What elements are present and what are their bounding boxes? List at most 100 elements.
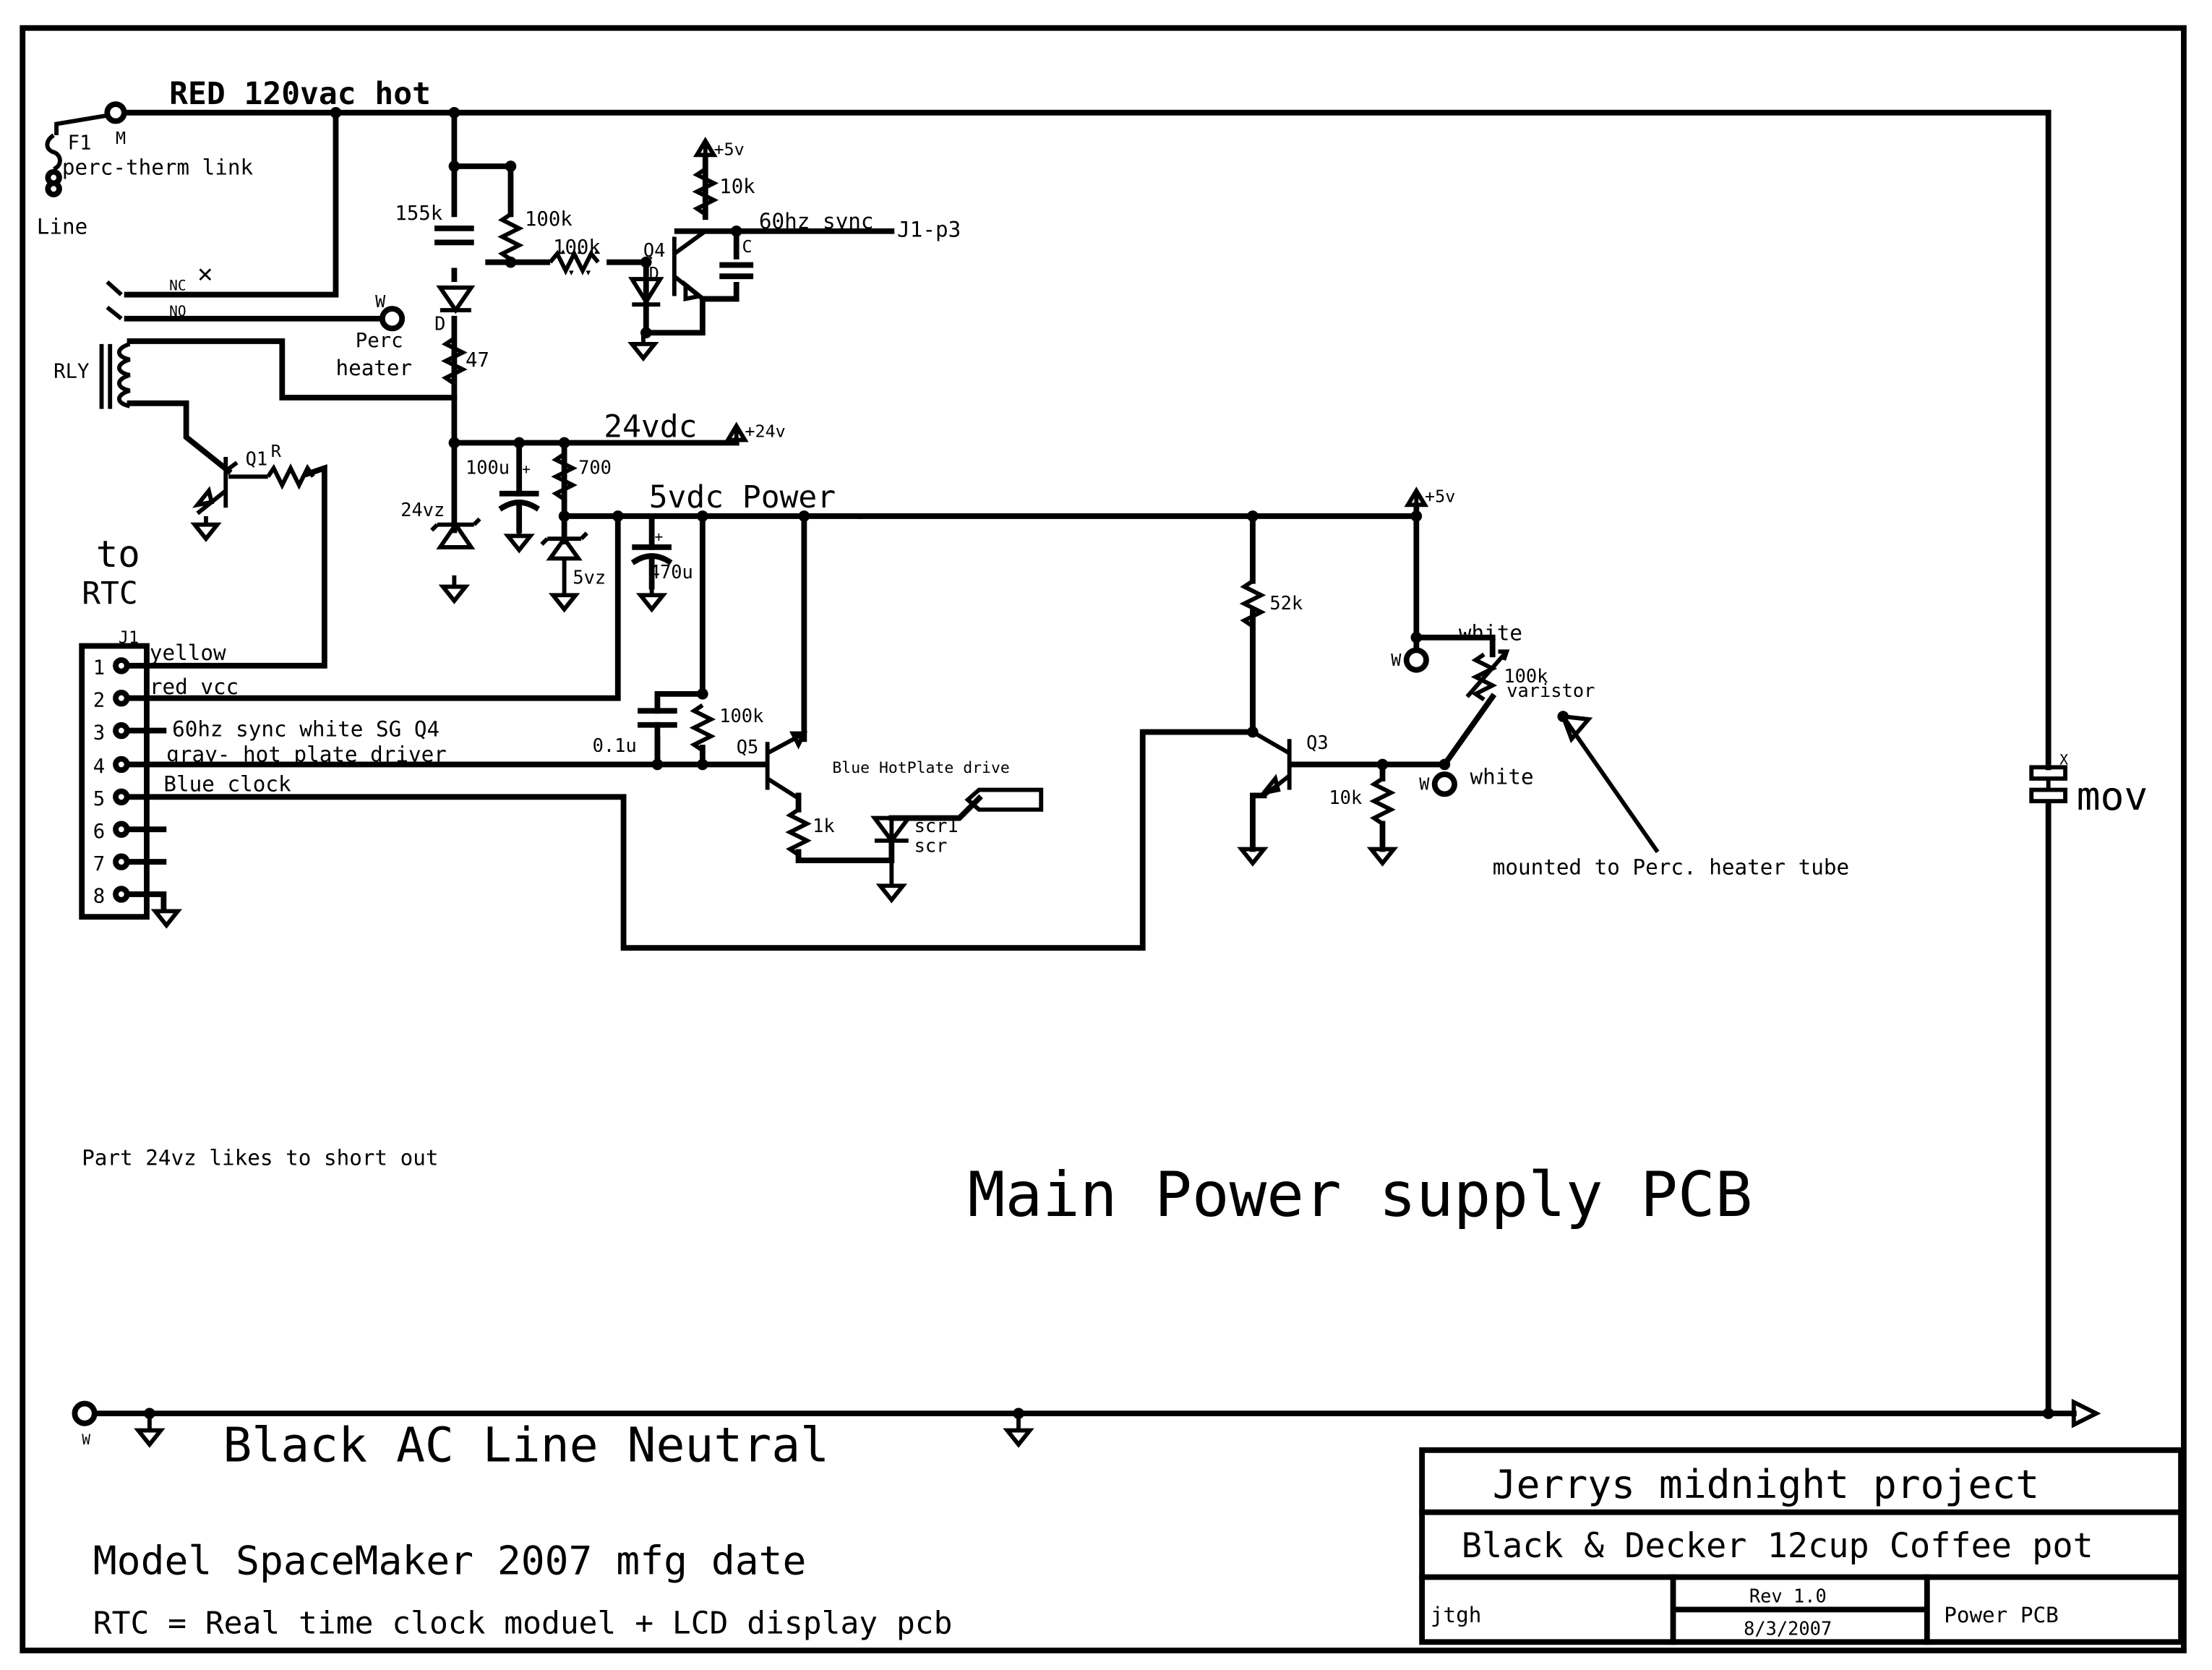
v5-label: 5vdc Power [649,479,836,515]
w1-label: W [1391,650,1402,670]
c470u-plus: + [655,528,664,545]
relay-ref: RLY [53,361,89,383]
transistor-q4 [628,229,754,307]
resistor-100k-q5 [689,703,716,753]
svg-text:7: 7 [93,853,105,875]
svg-text:gray- hot plate driver: gray- hot plate driver [166,742,447,767]
relay-x-mark: ✕ [197,259,213,288]
r100k-b-label: 100k [553,236,601,259]
zener-24vz [430,517,481,549]
r47-label: 47 [466,349,489,372]
varistor-val-label: 100k [1504,665,1548,687]
heater-label-1: Perc [356,330,403,352]
sync-label: 60hz sync [759,209,874,234]
title-block [1419,1447,2184,1645]
capacitor-100u [498,490,540,534]
heater-label-2: heater [335,356,412,380]
sheet-border [20,25,2187,1653]
c100u-label: 100u [466,456,510,478]
varistor-label: varistor [1506,680,1595,701]
svg-text:yellow: yellow [150,641,226,665]
svg-text:4: 4 [93,755,105,778]
r52k-label: 52k [1269,592,1303,614]
relay-rly: ✕ [99,259,213,409]
v24-label: 24vdc [604,409,697,445]
svg-text:5: 5 [93,788,105,810]
plus5-top: +5v [713,139,744,159]
mov-component [2029,765,2067,804]
r700-label: 700 [578,456,612,478]
resistor-52k [1239,579,1266,628]
white-terminal-top [1403,647,1429,673]
z5-label: 5vz [573,567,606,588]
connector-j1 [79,643,167,920]
j1-title: J1 [119,628,139,648]
r1k-label: 1k [813,815,835,836]
wires [93,109,2077,1417]
transistor-q1 [192,456,315,515]
rtc-to-label: to [96,533,140,575]
q1-r-label: R [271,441,282,461]
neutral-net-label: Black AC Line Neutral [223,1416,829,1473]
c01u-label: 0.1u [593,735,637,756]
diode-d-label: D [434,312,445,334]
relay-no-label: NO [169,303,186,320]
resistor-10k-q3 [1369,776,1396,826]
title-date: 8/3/2007 [1744,1618,1832,1640]
scr-label: scr [914,834,948,856]
sensor-mount-symbol [1559,714,1593,743]
resistor-700 [551,452,578,501]
r10k-b-label: 10k [1329,787,1362,808]
fuse-f1 [45,101,127,197]
capacitor-155k [423,217,486,268]
transistor-q5 [765,731,808,800]
fuse-name: perc-therm link [62,155,254,180]
resistor-1k [785,808,812,857]
main-title: Main Power supply PCB [968,1159,1753,1231]
white-terminal-bottom [1431,771,1457,797]
line-label: Line [37,215,87,239]
r100k-a-label: 100k [525,208,573,231]
title-rev: Rev 1.0 [1749,1585,1827,1607]
heater-terminal [379,306,406,332]
svg-text:1: 1 [93,657,105,680]
transistor-q3 [1251,730,1292,797]
j1p3-label: J1-p3 [897,218,961,242]
j1-pin-labels: yellow red vcc 60hz sync white SG Q4 gra… [150,641,447,796]
fuse-m-label: M [116,128,126,148]
rtc-def-note: RTC = Real time clock moduel + LCD displ… [93,1606,953,1642]
power-arrows [693,137,1429,508]
resistor-100k-vertical [497,212,524,262]
neutral-terminal [72,1400,98,1426]
svg-text:Blue clock: Blue clock [163,772,291,797]
r155k-label: 155k [395,202,442,225]
svg-text:red vcc: red vcc [150,675,239,699]
c100u-plus: + [522,461,531,477]
mov-x-label: X [2059,751,2068,768]
resistor-47 [441,336,468,385]
title-project: Jerrys midnight project [1493,1461,2039,1507]
z24-label: 24vz [400,499,445,521]
part-note: Part 24vz likes to short out [82,1146,438,1170]
r10k-a-label: 10k [719,176,755,198]
plus24-label: +24v [745,421,785,442]
svg-text:3: 3 [93,721,105,744]
svg-text:2: 2 [93,689,105,711]
scr1 [870,787,1044,881]
rtc-label: RTC [82,575,138,612]
zener-5vz [540,531,588,561]
title-product: Black & Decker 12cup Coffee pot [1462,1527,2093,1566]
neutral-w-label: W [82,1431,90,1448]
cap-c-label: C [742,236,753,257]
q1-label: Q1 [246,448,268,470]
scr1-label: scr1 [914,815,959,836]
r100k-c-label: 100k [719,705,763,727]
neutral-arrow [2071,1398,2101,1429]
model-note: Model SpaceMaker 2007 mfg date [93,1538,807,1584]
ground-symbols [134,333,1399,1448]
white2-label: white [1470,765,1533,789]
svg-text:6: 6 [93,821,105,843]
capacitor-470u [630,544,673,590]
hotplate-label: Blue HotPlate drive [832,759,1009,777]
mov-label: mov [2077,773,2148,819]
